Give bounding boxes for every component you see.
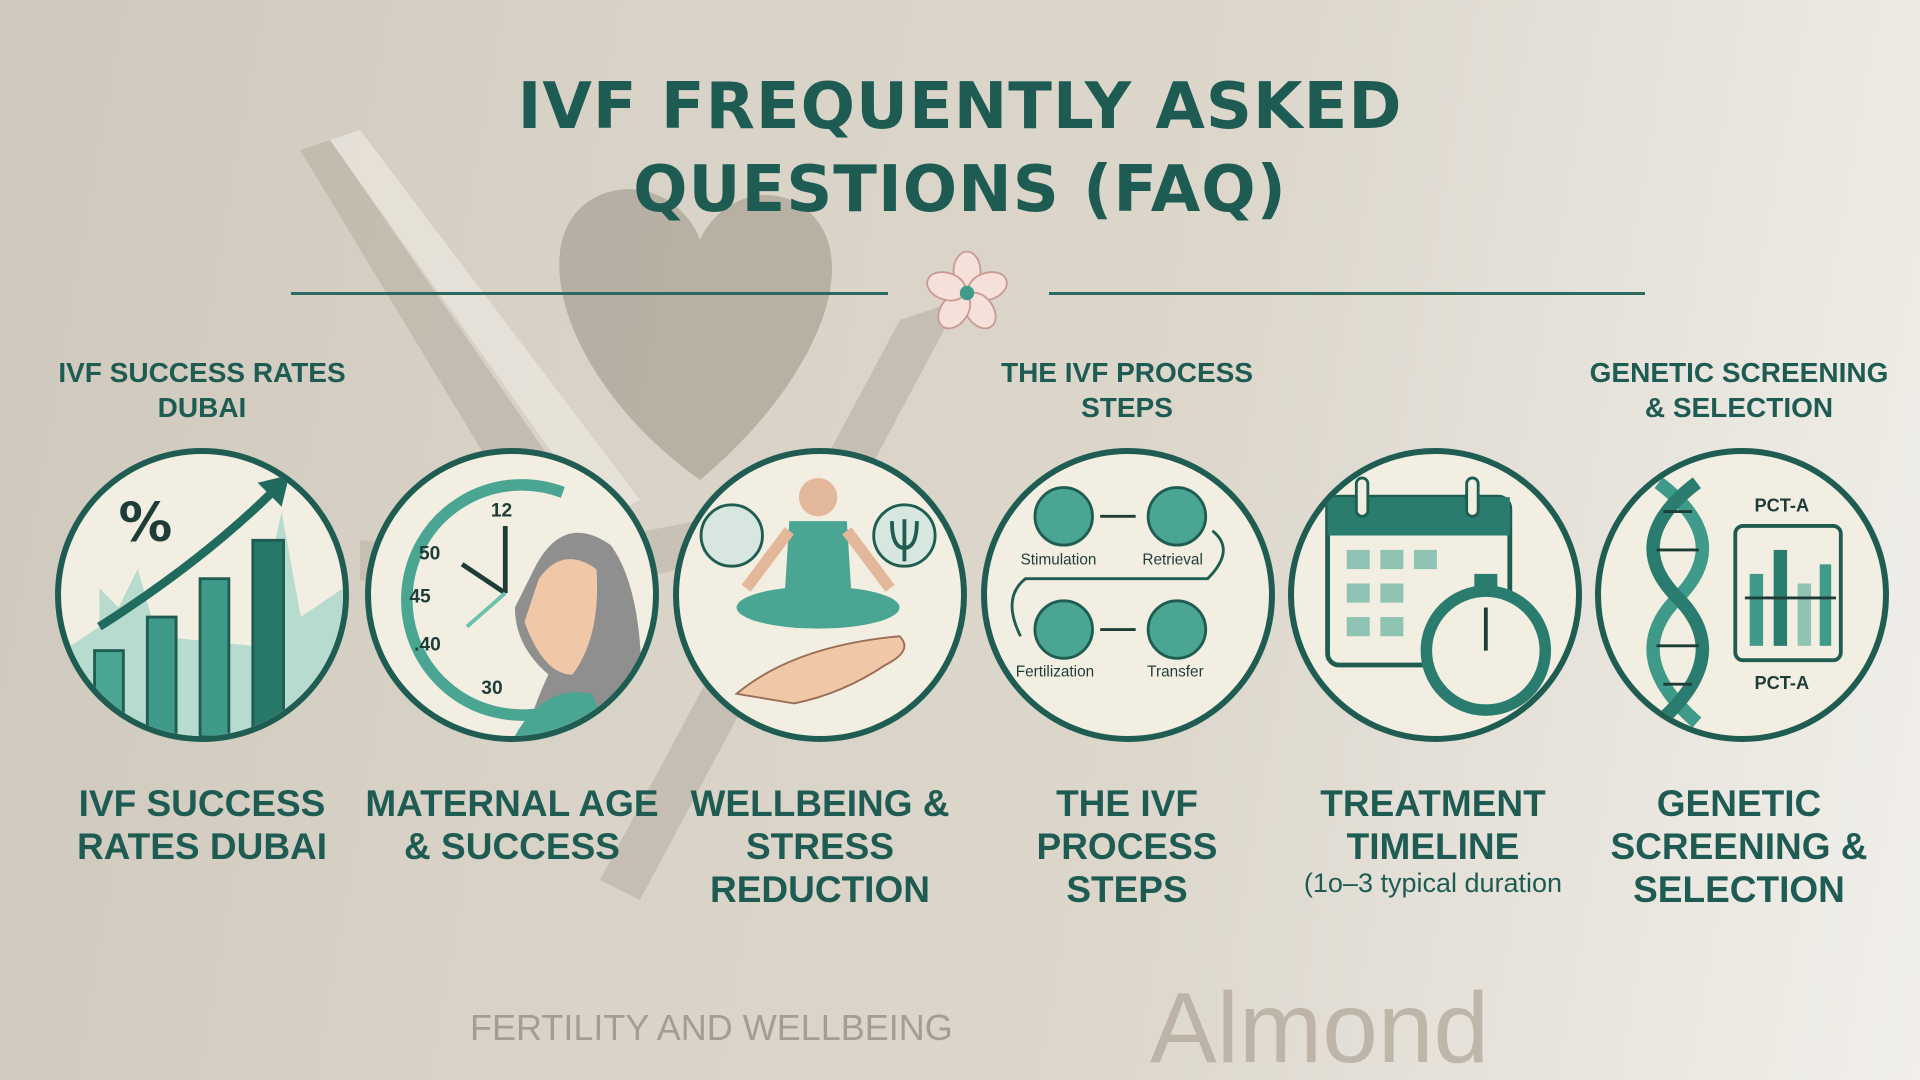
percent-symbol: % [119, 490, 173, 553]
dna-icon: PCT-A PCT-A [1646, 477, 1843, 728]
calendar-stopwatch-icon [1325, 476, 1552, 716]
clock-tick-45: 45 [409, 587, 431, 608]
card-2-label: MATERNAL AGE & SUCCESS [365, 783, 659, 867]
card-6-top-label: GENETIC SCREENING & SELECTION [1589, 357, 1889, 423]
cherry-blossom-icon [926, 250, 1008, 330]
divider-right [1049, 292, 1645, 295]
card-6-label: GENETIC SCREENING & SELECTION [1610, 783, 1868, 910]
timeline-circle[interactable] [1288, 448, 1582, 742]
clock-tick-40: .40 [414, 635, 441, 656]
step-fertilization: Fertilization [1016, 664, 1094, 681]
card-1-label: IVF SUCCESS RATES DUBAI [76, 783, 328, 867]
card-5-label: TREATMENT TIMELINE (1o–3 typical duratio… [1283, 782, 1583, 899]
process-steps-circle[interactable]: Stimulation Retrieval Fertilization Tran… [981, 448, 1275, 742]
step-transfer: Transfer [1147, 664, 1204, 681]
card-5-subtitle: (1o–3 typical duration [1303, 868, 1563, 898]
logo-wordmark: Almond [1150, 972, 1489, 1080]
logo-tagline: FERTILITY AND WELLBEING [470, 1007, 953, 1048]
card-3-label: WELLBEING & STRESS REDUCTION [690, 783, 950, 910]
maternal-age-circle[interactable]: 12 50 45 .40 30 [365, 448, 659, 742]
clock-woman-icon: 12 50 45 .40 30 [401, 479, 642, 736]
clock-tick-12: 12 [491, 500, 512, 521]
pct-a-label-bottom: PCT-A [1754, 673, 1809, 693]
card-5-title: TREATMENT TIMELINE [1320, 783, 1546, 867]
bar-chart-percent-icon: % [70, 475, 343, 736]
divider-left [291, 292, 888, 295]
genetic-circle[interactable]: PCT-A PCT-A [1595, 448, 1889, 742]
title-line-2: QUESTIONS (FAQ) [633, 153, 1287, 227]
title-line-1: IVF FREQUENTLY ASKED [517, 70, 1403, 144]
clock-tick-30: 30 [481, 678, 502, 699]
success-rates-circle[interactable]: % [55, 448, 349, 742]
step-stimulation: Stimulation [1021, 551, 1097, 568]
card-4-top-label: THE IVF PROCESS STEPS [1000, 357, 1254, 423]
card-1-top-label: IVF SUCCESS RATES DUBAI [58, 357, 346, 423]
wellbeing-circle[interactable] [673, 448, 967, 742]
card-4-label: THE IVF PROCESS STEPS [1036, 783, 1218, 910]
process-steps-icon: Stimulation Retrieval Fertilization Tran… [1010, 486, 1225, 681]
pct-a-label-top: PCT-A [1754, 496, 1809, 516]
clock-tick-50: 50 [419, 544, 440, 565]
step-retrieval: Retrieval [1142, 551, 1202, 568]
meditation-icon [699, 477, 937, 705]
